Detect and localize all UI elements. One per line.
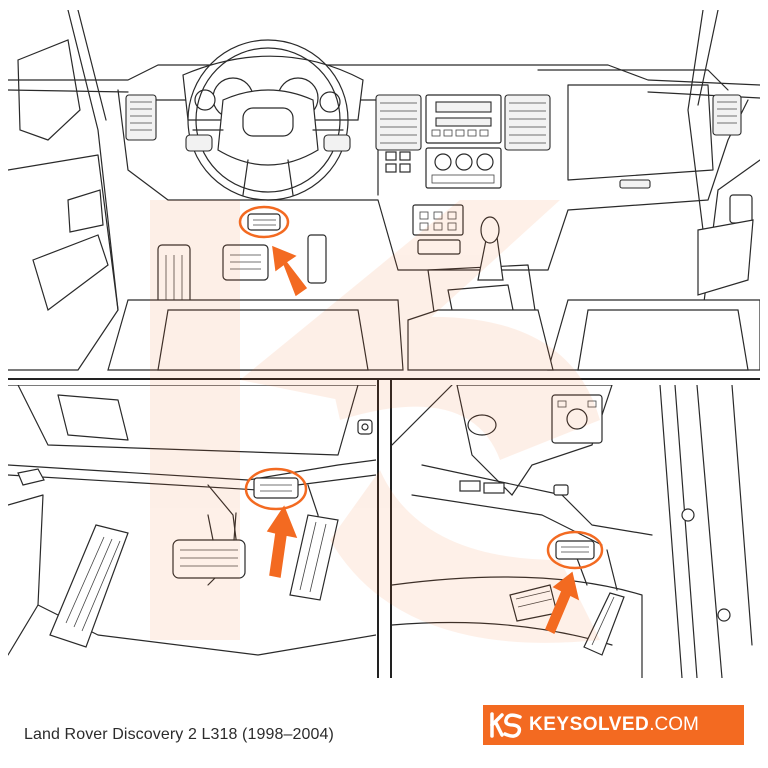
vehicle-caption: Land Rover Discovery 2 L318 (1998–2004)	[24, 726, 334, 743]
dashboard-illustration	[8, 10, 760, 371]
footwell-close-up-illustration	[8, 385, 376, 656]
footwell-side-view-panel	[392, 385, 760, 678]
obd-port-highlight-circle	[546, 530, 604, 570]
keysolved-logo[interactable]: KEYSOLVED.COM	[483, 705, 744, 745]
dashboard-overview-panel	[8, 10, 760, 378]
panel-divider-vertical-right	[390, 380, 392, 678]
obd-port-highlight-circle	[238, 205, 290, 239]
keysolved-wordmark: KEYSOLVED.COM	[529, 714, 699, 735]
obd-pointer-arrow-icon	[545, 571, 580, 635]
obd-pointer-arrow-icon	[272, 245, 308, 297]
ks-logo-icon	[483, 705, 529, 745]
obd-pointer-arrow-icon	[266, 505, 298, 578]
obd-port-highlight-circle	[244, 467, 308, 511]
footwell-close-up-panel	[8, 385, 376, 678]
footwell-side-view-illustration	[392, 385, 753, 678]
panel-divider-vertical-left	[377, 380, 379, 678]
panel-divider-horizontal	[8, 378, 760, 380]
